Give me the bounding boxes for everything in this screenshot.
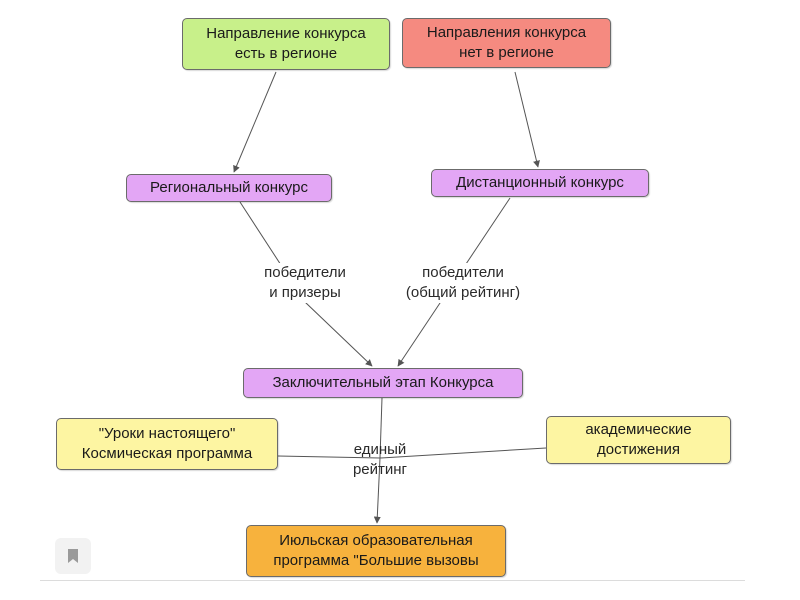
node-region-no[interactable]: Направления конкурса нет в регионе	[402, 18, 611, 68]
node-final-stage[interactable]: Заключительный этап Конкурса	[243, 368, 523, 398]
node-final-stage-label: Заключительный этап Конкурса	[272, 374, 494, 391]
node-region-no-label: Направления конкурса нет в регионе	[426, 24, 587, 61]
arrow-junction-to-july	[373, 457, 381, 524]
arrow-region-no-to-distance	[514, 71, 540, 168]
node-region-yes-label: Направление конкурса есть в регионе	[206, 25, 366, 62]
node-regional[interactable]: Региональный конкурс	[126, 174, 332, 202]
node-distance-label: Дистанционный конкурс	[456, 174, 624, 191]
bookmark-icon	[68, 549, 78, 563]
edge-label-winners-rating: победители (общий рейтинг)	[388, 263, 538, 303]
node-academic-label: академические достижения	[585, 421, 692, 458]
node-region-yes[interactable]: Направление конкурса есть в регионе	[182, 18, 390, 70]
divider	[40, 580, 745, 581]
line-academic-to-junction	[379, 447, 547, 459]
node-lessons-label: "Уроки настоящего" Космическая программа	[81, 425, 253, 462]
arrow-region-yes-to-regional	[233, 71, 277, 173]
node-regional-label: Региональный конкурс	[150, 179, 308, 196]
edge-label-single-rating: единый рейтинг	[352, 441, 408, 478]
edge-label-winners-prizes: победители и призеры	[250, 263, 360, 303]
node-academic[interactable]: академические достижения	[546, 416, 731, 464]
node-july-program-label: Июльская образовательная программа "Боль…	[273, 532, 479, 569]
node-lessons[interactable]: "Уроки настоящего" Космическая программа	[56, 418, 278, 470]
bookmark-button[interactable]	[55, 538, 91, 574]
line-final-to-junction	[379, 397, 383, 459]
node-july-program[interactable]: Июльская образовательная программа "Боль…	[246, 525, 506, 577]
line-lessons-to-junction	[277, 455, 381, 459]
node-distance[interactable]: Дистанционный конкурс	[431, 169, 649, 197]
